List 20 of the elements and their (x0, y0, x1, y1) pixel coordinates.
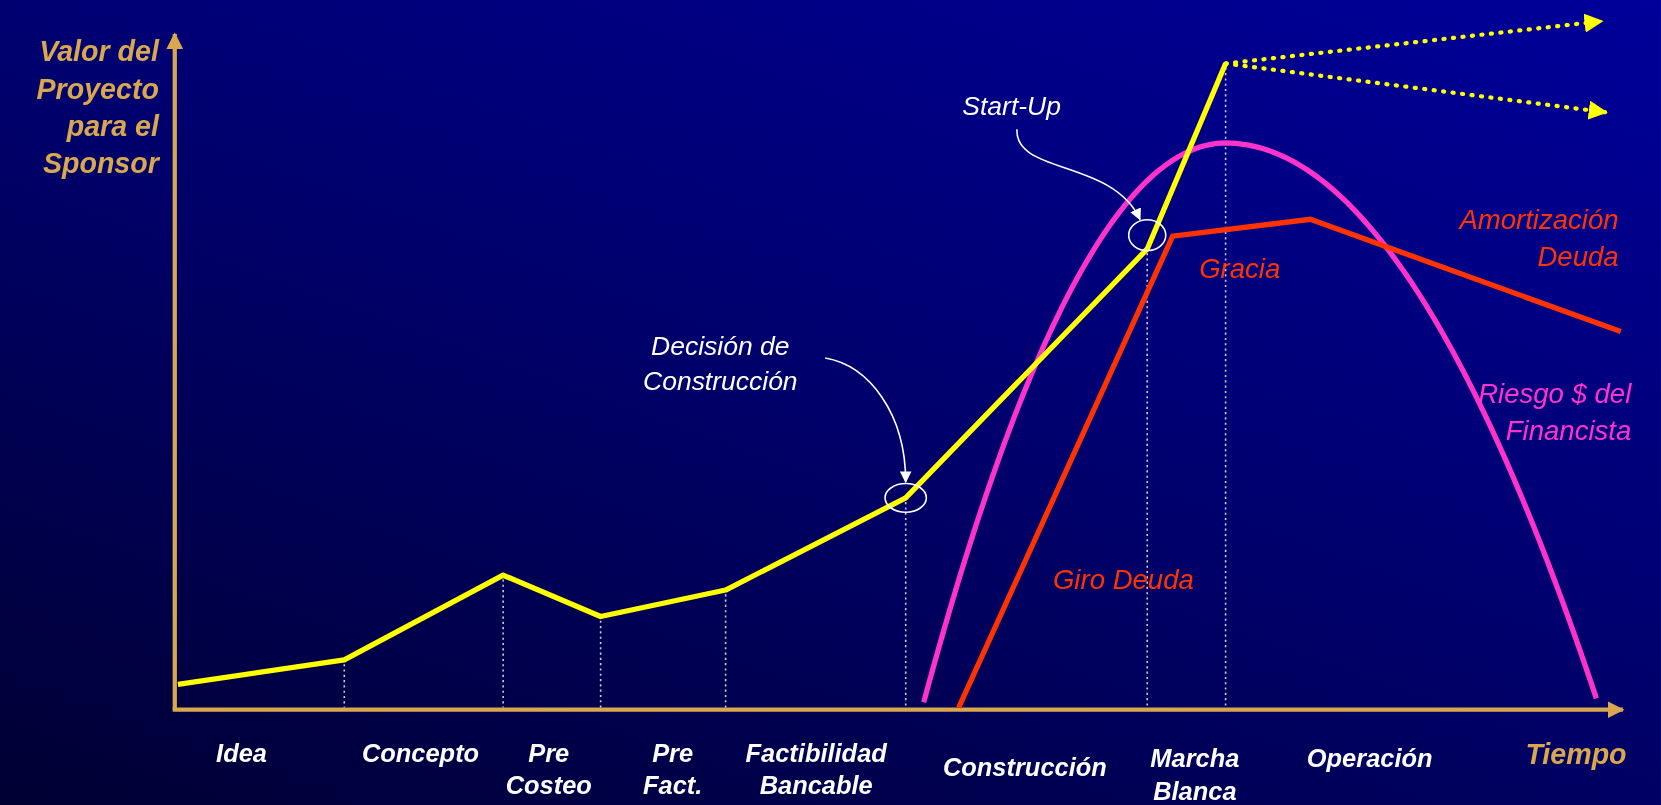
curve-label: Riesgo $ del Financista (1477, 376, 1632, 449)
axis-title: Valor del Proyecto para el Sponsor (35, 35, 159, 182)
highlight-ellipse (1127, 218, 1168, 253)
curve-label: Gracia (1199, 251, 1282, 286)
phase-label: Construcción (941, 752, 1108, 784)
phase-label: Concepto (360, 737, 481, 769)
phase-label: Marcha Blanca (1149, 742, 1241, 805)
highlight-ellipse (883, 482, 928, 514)
leader-line (1016, 128, 1141, 221)
curve-label: Giro Deuda (1052, 562, 1195, 598)
phase-label: Operación (1305, 742, 1434, 775)
phase-label: Factibilidad Bancable (744, 737, 888, 802)
callout-text: Decisión de Construcción (619, 328, 821, 405)
curve-label: Amortización Deuda (1457, 202, 1619, 275)
leader-line (824, 357, 912, 484)
callout-text: Start-Up (945, 89, 1078, 125)
axis-title: Tiempo (1525, 737, 1628, 773)
phase-label: Pre Fact. (642, 737, 704, 802)
phase-label: Pre Costeo (504, 737, 593, 802)
phase-label: Idea (215, 737, 268, 769)
